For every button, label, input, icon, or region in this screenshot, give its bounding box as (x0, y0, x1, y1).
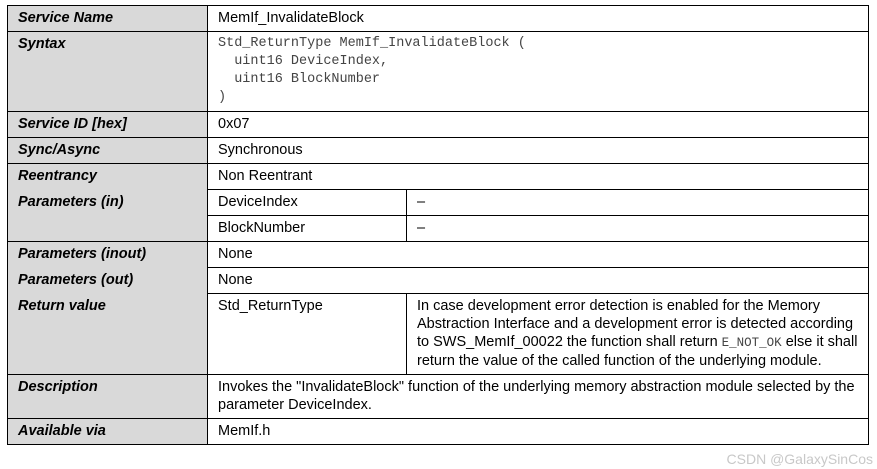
row-params-out: Parameters (out) None (7, 267, 869, 294)
label-params-inout: Parameters (inout) (7, 241, 208, 268)
value-params-out: None (207, 267, 869, 294)
syntax-line-3: uint16 BlockNumber (218, 72, 381, 87)
value-service-name: MemIf_InvalidateBlock (207, 5, 869, 32)
label-syntax: Syntax (7, 31, 208, 112)
label-sync-async: Sync/Async (7, 137, 208, 164)
return-desc-code: E_NOT_OK (721, 336, 782, 350)
label-return-value: Return value (7, 293, 208, 375)
value-params-inout: None (207, 241, 869, 268)
label-service-id: Service ID [hex] (7, 111, 208, 138)
row-params-in-1: Parameters (in) DeviceIndex – (7, 189, 869, 242)
return-desc-text-2: else it shall return the value of the ca… (417, 334, 858, 369)
watermark: CSDN @GalaxySinCos (726, 451, 873, 467)
api-spec-table: Service Name MemIf_InvalidateBlock Synta… (7, 5, 869, 445)
return-type: Std_ReturnType (207, 293, 407, 375)
row-return-value: Return value Std_ReturnType In case deve… (7, 293, 869, 375)
label-reentrancy: Reentrancy (7, 163, 208, 190)
label-params-in: Parameters (in) (7, 189, 208, 242)
row-available-via: Available via MemIf.h (7, 418, 869, 445)
row-params-inout: Parameters (inout) None (7, 241, 869, 268)
row-service-name: Service Name MemIf_InvalidateBlock (7, 5, 869, 32)
label-service-name: Service Name (7, 5, 208, 32)
value-description: Invokes the "InvalidateBlock" function o… (207, 374, 869, 419)
param-name-device-index: DeviceIndex (207, 189, 407, 216)
param-desc-device-index: – (406, 189, 869, 216)
return-description: In case development error detection is e… (406, 293, 869, 375)
value-reentrancy: Non Reentrant (207, 163, 869, 190)
label-params-out: Parameters (out) (7, 267, 208, 294)
syntax-line-2: uint16 DeviceIndex, (218, 54, 389, 69)
param-name-block-number: BlockNumber (207, 215, 407, 242)
syntax-line-4: ) (218, 90, 227, 105)
value-syntax: Std_ReturnType MemIf_InvalidateBlock ( u… (207, 31, 869, 112)
param-desc-block-number: – (406, 215, 869, 242)
label-description: Description (7, 374, 208, 419)
value-sync-async: Synchronous (207, 137, 869, 164)
value-available-via: MemIf.h (207, 418, 869, 445)
row-reentrancy: Reentrancy Non Reentrant (7, 163, 869, 190)
row-service-id: Service ID [hex] 0x07 (7, 111, 869, 138)
row-params-in-2: BlockNumber – (8, 215, 869, 242)
label-available-via: Available via (7, 418, 208, 445)
row-syntax: Syntax Std_ReturnType MemIf_InvalidateBl… (7, 31, 869, 112)
syntax-line-1: Std_ReturnType MemIf_InvalidateBlock ( (218, 36, 526, 51)
value-service-id: 0x07 (207, 111, 869, 138)
row-sync-async: Sync/Async Synchronous (7, 137, 869, 164)
row-description: Description Invokes the "InvalidateBlock… (7, 374, 869, 419)
return-desc-text-1: In case development error detection is e… (417, 298, 854, 350)
